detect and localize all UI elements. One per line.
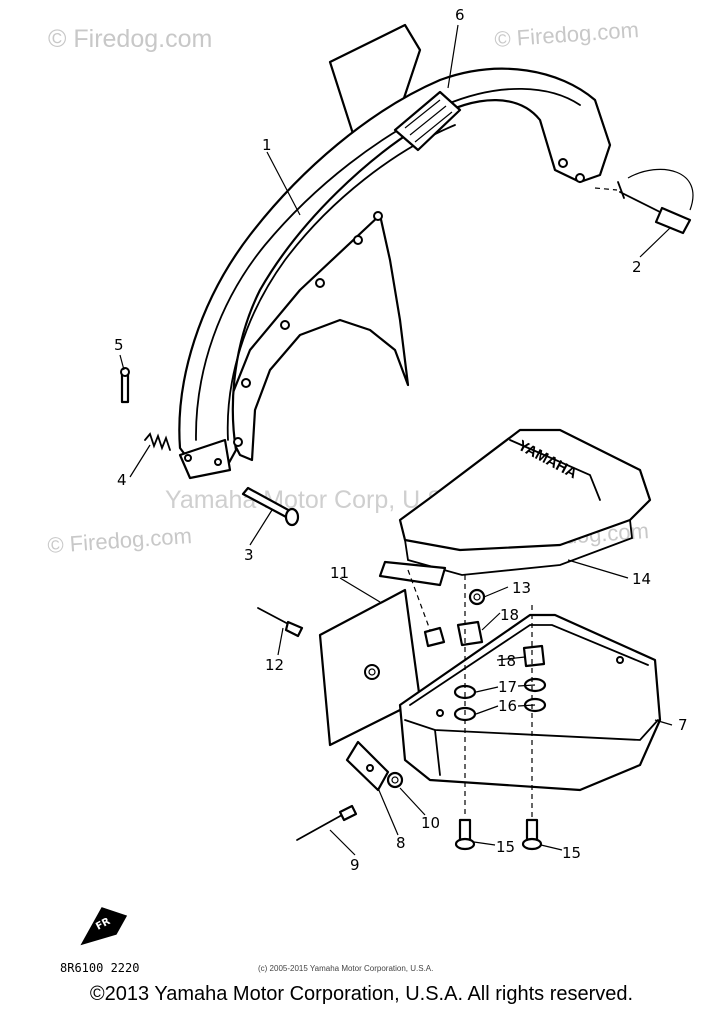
small-copyright-notice: (c) 2005-2015 Yamaha Motor Corporation, …: [258, 964, 433, 973]
watermark-top-right: © Firedog.com: [494, 17, 640, 52]
front-direction-marker: FR: [80, 907, 128, 946]
callout-8: 8: [396, 834, 406, 852]
callout-18-top: 18: [500, 606, 519, 624]
box-cover: YAMAHA: [378, 428, 652, 587]
bracket-bolt-washer: [296, 740, 404, 841]
callout-16: 16: [498, 697, 517, 715]
callout-1: 1: [262, 136, 272, 154]
callout-15-right: 15: [562, 844, 581, 862]
callout-7: 7: [678, 716, 688, 734]
callout-5: 5: [114, 336, 124, 354]
callout-12: 12: [265, 656, 284, 674]
callout-10: 10: [421, 814, 440, 832]
callout-4: 4: [117, 471, 127, 489]
callout-13: 13: [512, 579, 531, 597]
rear-fender: [178, 23, 612, 480]
callout-14: 14: [632, 570, 651, 588]
callout-18-mid: 18: [497, 652, 516, 670]
leader-lines: [119, 24, 673, 856]
panel-screw: [257, 607, 304, 638]
callout-9: 9: [350, 856, 360, 874]
callout-6: 6: [455, 6, 465, 24]
callout-3: 3: [244, 546, 254, 564]
cotter-pin: [120, 367, 130, 404]
callout-15-left: 15: [496, 838, 515, 856]
copyright-footer: ©2013 Yamaha Motor Corporation, U.S.A. A…: [89, 983, 634, 1005]
fender-clip: [594, 168, 694, 235]
callout-11: 11: [330, 564, 349, 582]
box-bolts: [454, 818, 543, 851]
callout-2: 2: [632, 258, 642, 276]
side-panel: [318, 588, 422, 747]
watermark-mid-left: © Firedog.com: [47, 523, 193, 558]
spring: [144, 432, 171, 451]
pivot-bolt: [241, 486, 300, 527]
watermark-top-left: © Firedog.com: [48, 25, 212, 53]
diagram-code: 8R6100 2220: [60, 961, 139, 975]
fender-label: [393, 90, 462, 152]
callout-17: 17: [498, 678, 517, 696]
